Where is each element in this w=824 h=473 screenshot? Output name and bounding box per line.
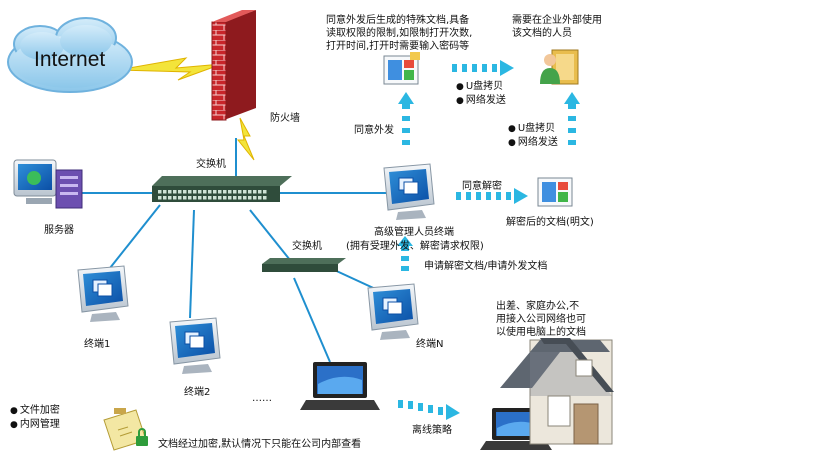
decrypted-doc-label: 解密后的文档(明文) (506, 217, 594, 228)
link-subswitch-laptop (293, 277, 331, 363)
transfer-top-item: 网络发送 (456, 94, 506, 108)
admin-monitor-icon (383, 163, 435, 220)
firewall-label: 防火墙 (270, 113, 300, 124)
feature-item: 文件加密 (10, 404, 60, 418)
terminal1-label: 终端1 (84, 339, 111, 350)
approve-decrypt-label: 同意解密 (462, 181, 502, 192)
network-links (72, 138, 392, 363)
decrypted-document-icon (537, 177, 573, 207)
transfer-methods-top: U盘拷贝 网络发送 (456, 80, 506, 108)
terminalN-monitor-icon (367, 283, 419, 340)
feature-list: 文件加密 内网管理 (10, 404, 60, 432)
terminal2-label: 终端2 (184, 387, 211, 398)
terminal1-monitor-icon (77, 265, 129, 322)
main-switch-icon (152, 176, 292, 202)
terminalN-label: 终端N (416, 339, 444, 350)
internet-cloud (7, 17, 133, 93)
approve-outsend-label: 同意外发 (354, 125, 394, 136)
terminal2-monitor-icon (169, 317, 221, 374)
main-switch-label: 交换机 (196, 159, 226, 170)
external-user-note: 需要在企业外部使用该文档的人员 (512, 15, 602, 39)
admin-label: 高级管理人员终端 (374, 227, 454, 238)
lightning-bolt-lower (236, 117, 255, 161)
request-label: 申请解密文档/申请外发文档 (424, 261, 548, 272)
external-user-icon (540, 49, 579, 85)
server-label: 服务器 (44, 225, 74, 236)
laptop-icon (300, 362, 380, 410)
server-icon (13, 159, 83, 209)
link-switch-terminal1 (109, 204, 161, 269)
firewall-icon (211, 10, 256, 121)
link-switch-terminal2 (189, 209, 195, 319)
link-switch-subswitch (249, 209, 291, 261)
flow-arrows (397, 60, 580, 420)
home-office-note: 出差、家庭办公,不用接入公司网络也可以使用电脑上的文档 (496, 301, 586, 338)
internet-label: Internet (34, 48, 106, 71)
transfer-methods-right: U盘拷贝 网络发送 (508, 122, 558, 150)
transfer-right-item: 网络发送 (508, 136, 558, 150)
admin-permission-label: (拥有受理外发、解密请求权限) (346, 241, 484, 252)
transfer-right-item: U盘拷贝 (508, 122, 558, 136)
outsend-document-icon (383, 52, 420, 85)
ellipsis-label: …… (252, 393, 272, 404)
sub-switch-icon (262, 258, 346, 272)
encryption-note: 文档经过加密,默认情况下只能在公司内部查看 (158, 439, 362, 450)
sub-switch-label: 交换机 (292, 241, 322, 252)
outsend-doc-note: 同意外发后生成的特殊文档,具备读取权限的限制,如限制打开次数,打开时间,打开时需… (326, 15, 473, 52)
lightning-bolt (117, 57, 223, 81)
offline-policy-label: 离线策略 (412, 425, 452, 436)
transfer-top-item: U盘拷贝 (456, 80, 506, 94)
feature-item: 内网管理 (10, 418, 60, 432)
house-icon (500, 338, 614, 445)
encrypted-file-icon (103, 408, 148, 451)
